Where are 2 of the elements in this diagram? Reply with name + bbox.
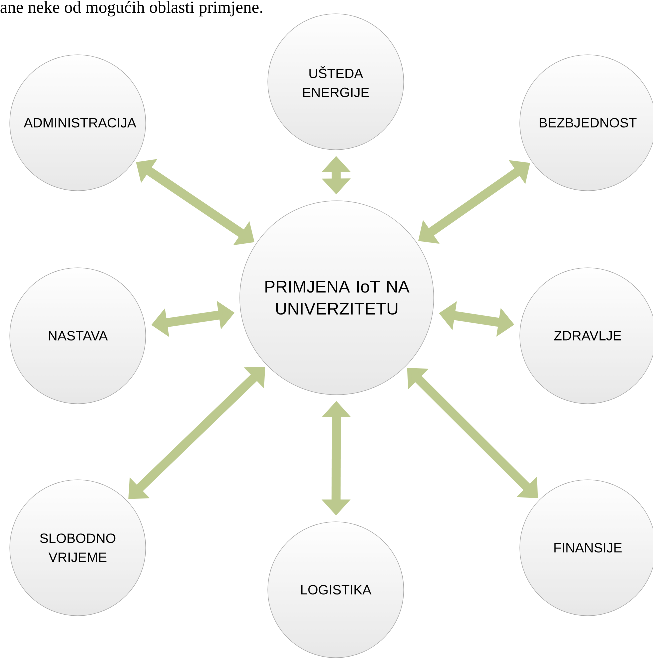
double-arrow <box>407 368 538 498</box>
caption-text: ane neke od mogućih oblasti primjene. <box>0 1 263 17</box>
